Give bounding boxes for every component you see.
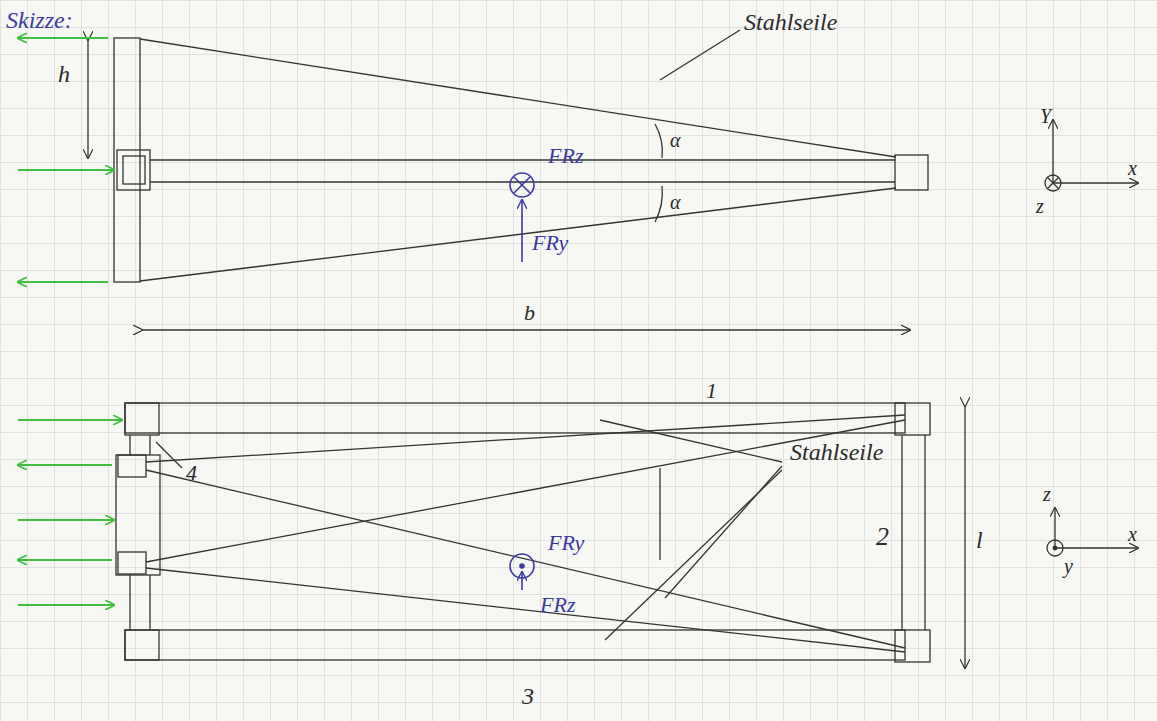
axis-label: x bbox=[1128, 524, 1137, 544]
axis-label: y bbox=[1064, 556, 1073, 576]
dimension-label: h bbox=[58, 62, 70, 86]
callout-number: 1 bbox=[706, 380, 717, 402]
axis-label: z bbox=[1036, 196, 1044, 216]
dimension-label: b bbox=[524, 302, 535, 324]
force-label: FRy bbox=[548, 532, 584, 554]
force-label: FRz bbox=[548, 145, 583, 167]
dimension-label: l bbox=[976, 528, 983, 552]
force-label: FRz bbox=[540, 594, 575, 616]
angle-label: α bbox=[670, 192, 681, 212]
part-label: Stahlseile bbox=[744, 10, 837, 34]
callout-number: 2 bbox=[876, 524, 889, 550]
angle-label: α bbox=[670, 130, 681, 150]
callout-number: 4 bbox=[186, 462, 197, 484]
sketch-heading: Skizze: bbox=[6, 8, 73, 32]
axis-label: z bbox=[1043, 484, 1051, 504]
callout-number: 3 bbox=[522, 684, 534, 708]
axis-label: Y bbox=[1040, 106, 1051, 126]
axis-label: x bbox=[1128, 158, 1137, 178]
part-label: Stahlseile bbox=[790, 440, 883, 464]
force-label: FRy bbox=[532, 232, 568, 254]
